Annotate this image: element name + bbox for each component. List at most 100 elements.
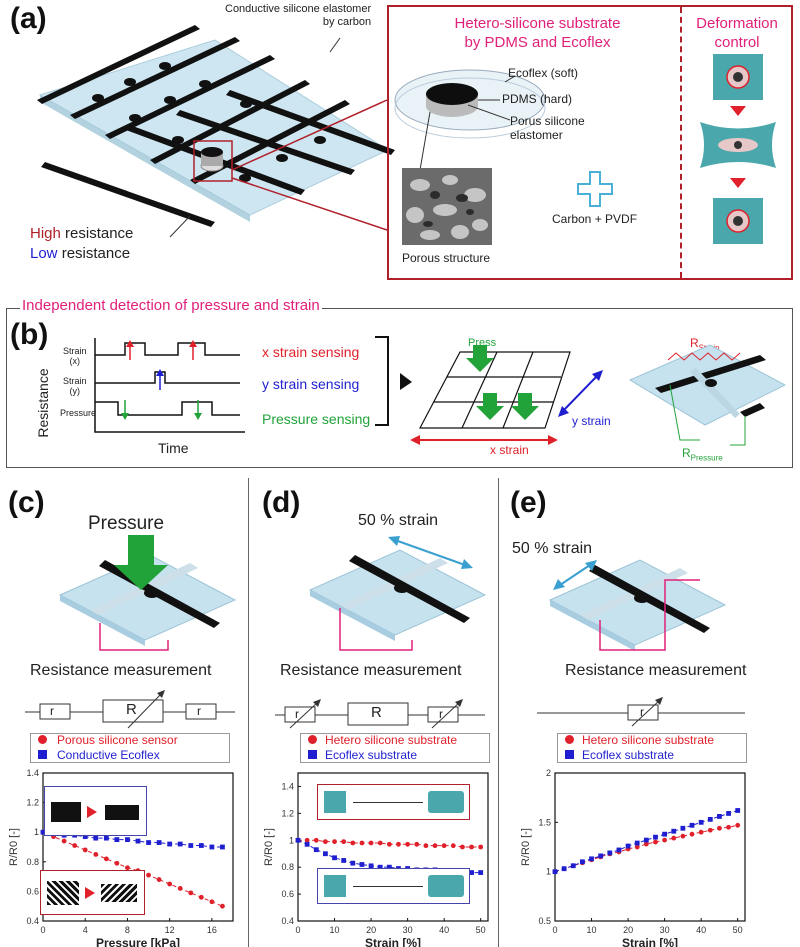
x-tick-label: 50 [476, 925, 486, 935]
data-point [188, 843, 194, 848]
data-point [396, 841, 401, 847]
resistance-measurement-d: Resistance measurement [280, 662, 462, 679]
data-point [405, 841, 411, 847]
data-point [653, 834, 658, 840]
y-tick-label: 1.5 [538, 817, 551, 827]
x-tick-label: 20 [366, 925, 376, 935]
data-point [726, 824, 731, 830]
data-point [135, 838, 141, 844]
data-point [478, 870, 484, 875]
data-point [72, 843, 78, 848]
data-point [198, 894, 204, 900]
y-tick-label: 2 [546, 768, 551, 778]
legend-e-1-text: Hetero silicone substrate [582, 733, 715, 747]
data-point [561, 866, 567, 872]
legend-e-1: Hetero silicone substrate [565, 733, 714, 747]
x-tick-label: 30 [403, 925, 413, 935]
data-point [341, 839, 347, 845]
r-pressure-subscript: Pressure [690, 453, 723, 463]
inset-compressed-porous-block [101, 884, 137, 902]
time-axis-label: Time [158, 440, 189, 456]
y-tick-label: 0.4 [26, 916, 39, 926]
pressure-header: Pressure [88, 513, 165, 534]
pressure-signal-label: Pressure [60, 408, 97, 418]
y-tick-label: 0.6 [26, 886, 39, 896]
data-point [607, 850, 613, 856]
data-point [103, 835, 109, 841]
y-tick-label: 1 [289, 835, 294, 845]
data-point [662, 831, 668, 837]
data-point [680, 833, 686, 839]
data-point [625, 843, 631, 849]
data-point [377, 840, 383, 846]
data-point [589, 857, 594, 863]
data-point [432, 843, 438, 849]
inset-red-arrow-icon [85, 887, 95, 899]
strain-header-d: 50 % strain [358, 512, 439, 529]
data-point [717, 814, 722, 819]
legend-box-c [30, 733, 230, 763]
low-word: Low [30, 245, 58, 262]
inset-d-top [317, 784, 470, 820]
x-tick-label: 0 [295, 925, 300, 935]
y-tick-label: 0.4 [281, 916, 294, 926]
data-point [607, 851, 613, 857]
x-tick-label: 16 [207, 925, 217, 935]
data-point [350, 840, 356, 846]
data-point [332, 855, 337, 861]
y-tick-label: 0.8 [281, 862, 294, 872]
data-point [103, 856, 109, 862]
legend-marker-square [565, 750, 574, 759]
data-point [114, 860, 120, 866]
data-point [570, 863, 576, 869]
plot-area [554, 772, 746, 922]
data-point [460, 844, 465, 850]
data-point [313, 837, 319, 843]
x-tick-label: 10 [330, 925, 340, 935]
high-word: High [30, 225, 61, 242]
data-point [332, 839, 337, 845]
low-resistance-word: resistance [57, 245, 131, 262]
data-point [61, 838, 67, 844]
y-tick-label: 1.2 [281, 808, 294, 818]
x-tick-label: 4 [83, 925, 88, 935]
legend-c-2-text: Conductive Ecoflex [57, 748, 160, 762]
inset-c-bottom [40, 870, 145, 915]
data-point [598, 854, 604, 860]
panel-label-b: (b) [10, 318, 49, 351]
x-tick-label: 50 [733, 925, 743, 935]
y-tick-label: 1 [34, 827, 39, 837]
data-point [341, 858, 347, 863]
deformation-title: Deformation control [696, 15, 778, 51]
legend-c-1: Porous silicone sensor [38, 733, 178, 747]
inset-compressed-block [105, 805, 139, 820]
r-mid-c: R [126, 701, 137, 718]
ecoflex-label: Ecoflex (soft) [508, 66, 579, 80]
data-point [735, 808, 741, 813]
data-point [359, 840, 365, 846]
data-point [441, 843, 447, 849]
inset-porous-block [47, 881, 79, 905]
data-point [156, 877, 162, 882]
x-tick-label: 30 [660, 925, 670, 935]
data-point [295, 837, 301, 843]
x-tick-label: 0 [552, 925, 557, 935]
panel-divider-1 [248, 478, 249, 947]
y-tick-label: 0.5 [538, 916, 551, 926]
y-axis-label: R/R0 [-] [520, 828, 532, 866]
r-pressure-label: RPressure [682, 446, 723, 462]
data-point [188, 890, 194, 896]
x-tick-label: 20 [623, 925, 633, 935]
data-point [423, 843, 429, 849]
data-point [698, 829, 704, 835]
data-point [662, 837, 668, 843]
inset-arrow-line [353, 886, 423, 887]
pressure-sensing-label: Pressure sensing [262, 411, 371, 427]
data-point [707, 816, 713, 822]
x-strain-label: x strain [490, 443, 529, 457]
data-point [717, 825, 722, 831]
panel-b-title: Independent detection of pressure and st… [20, 297, 322, 314]
data-point [125, 837, 130, 842]
legend-marker-square [38, 750, 47, 759]
panel-b-box [6, 308, 793, 468]
